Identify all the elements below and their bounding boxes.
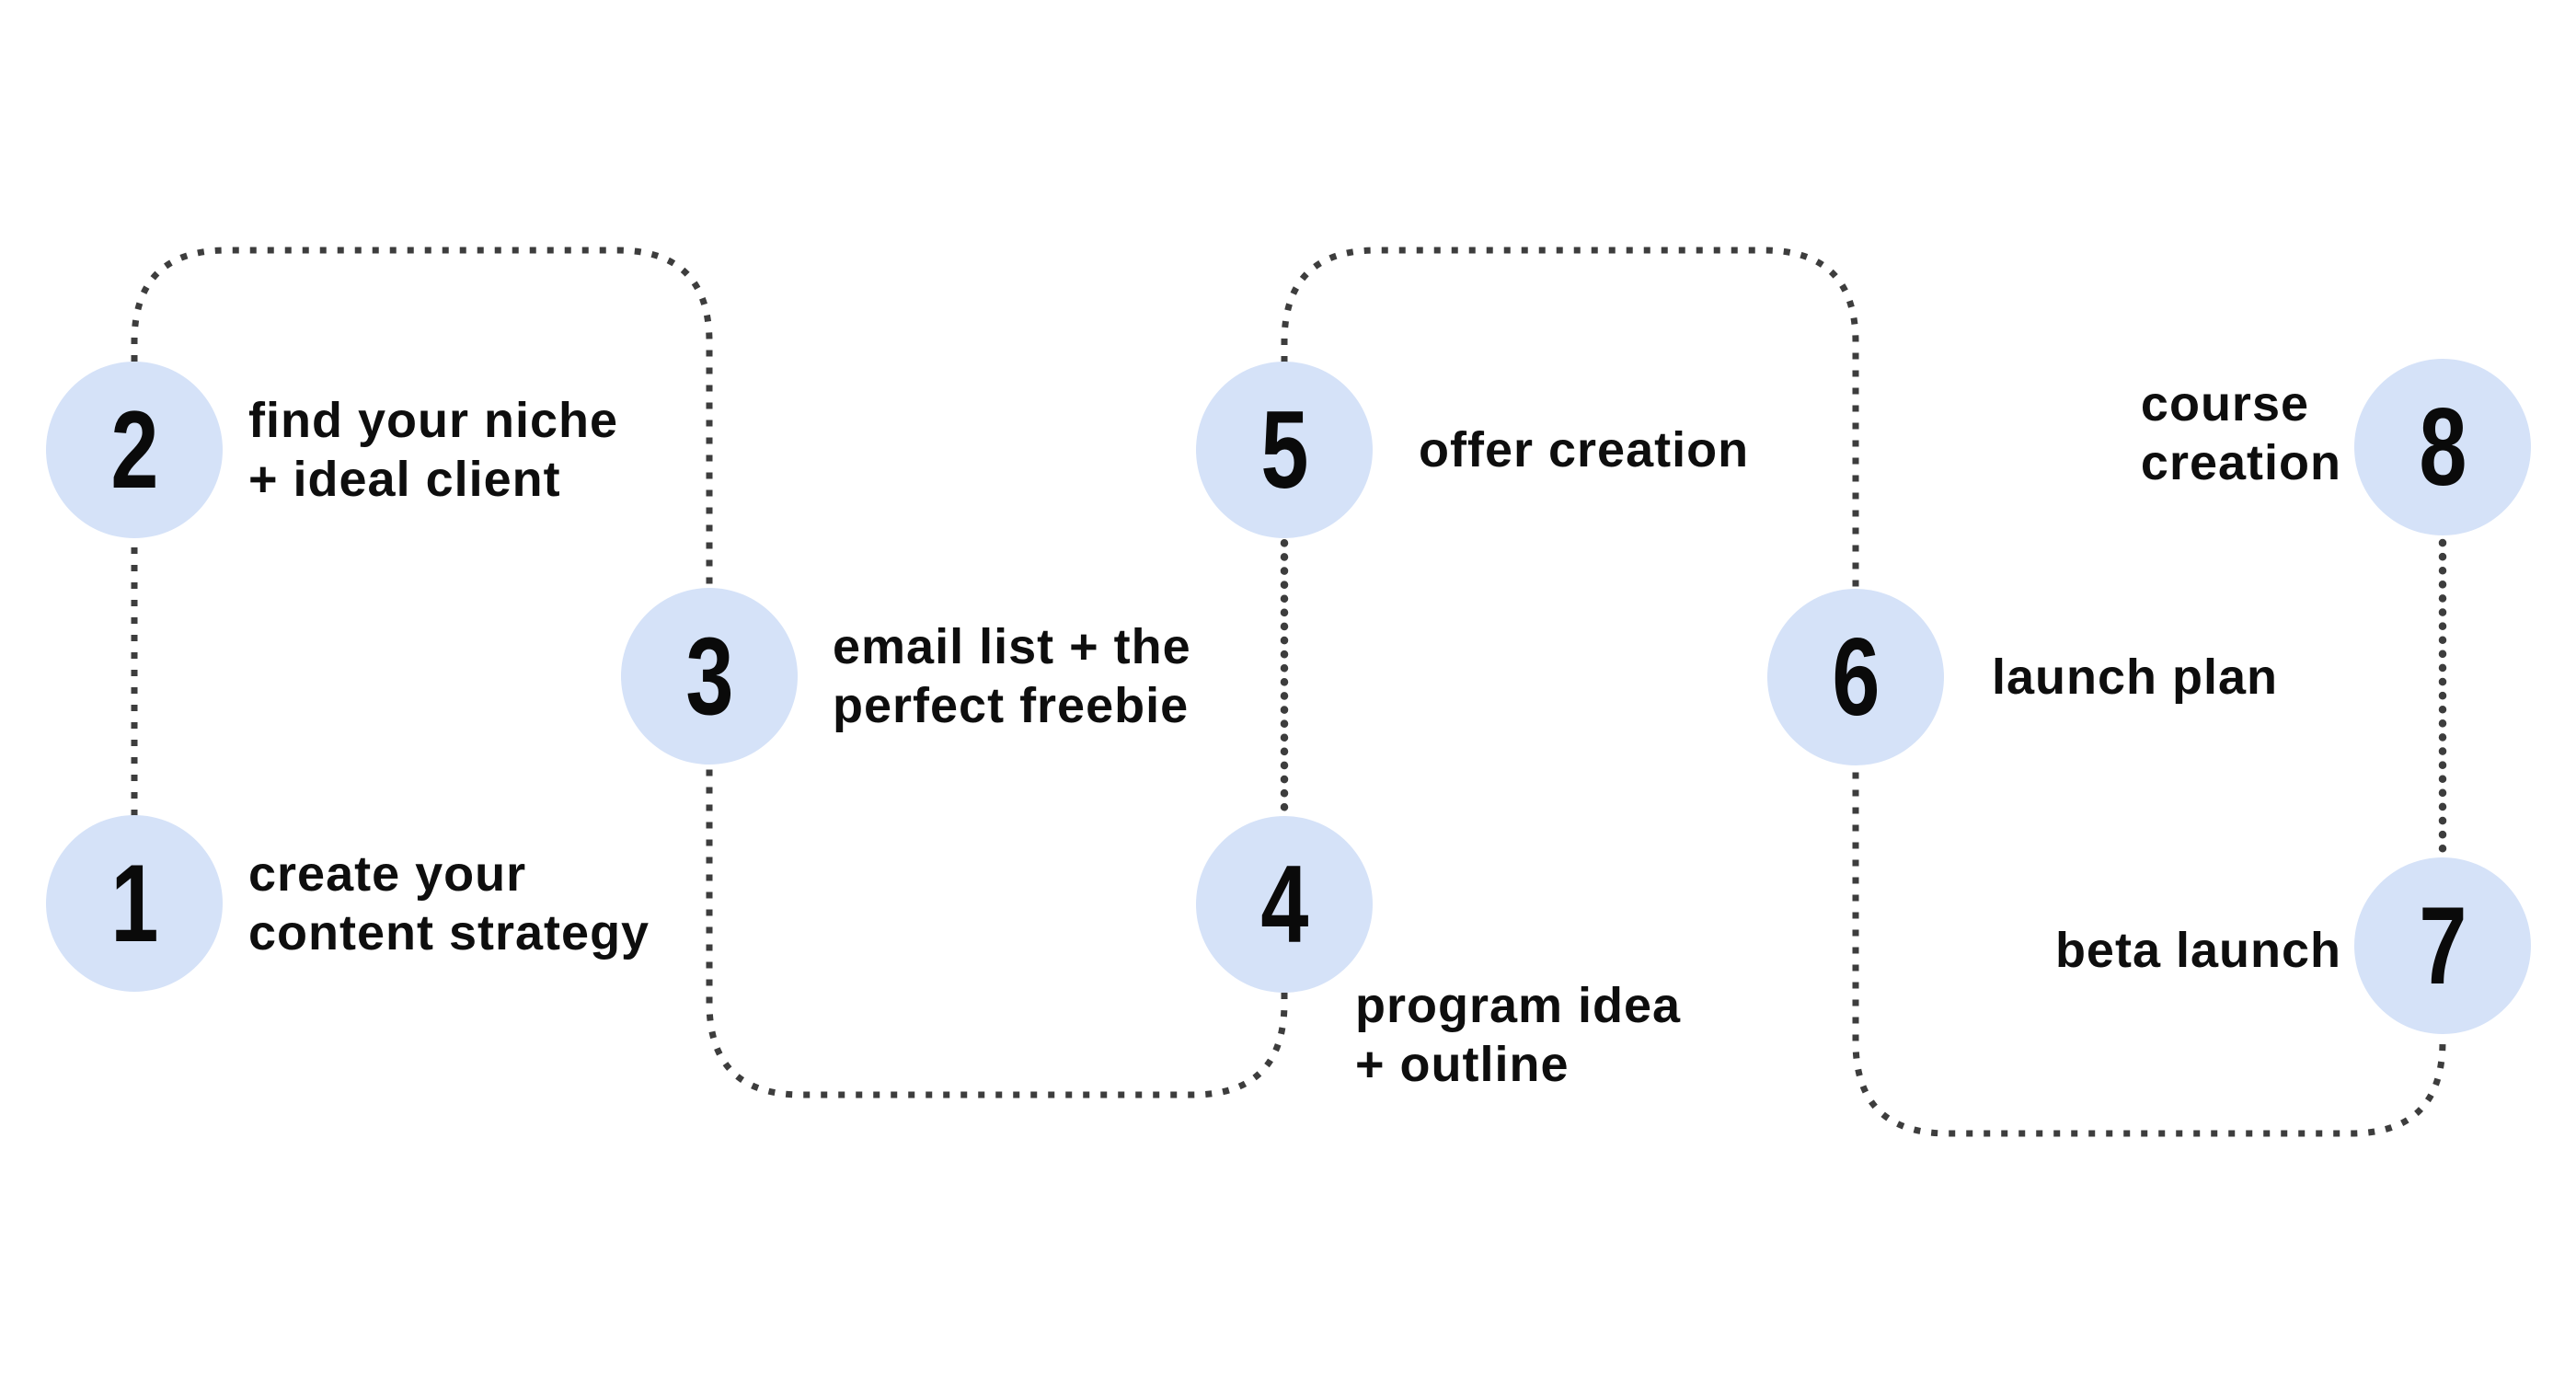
step-label-8-line-2: creation [2140,435,2341,490]
step-label-2-line-2: + ideal client [248,452,561,507]
step-number-4: 4 [1259,843,1309,966]
step-label-3-line-1: email list + the [833,619,1191,674]
step-circle-5: 5 [1196,362,1373,538]
step-number-2: 2 [109,388,159,512]
step-label-5-line-1: offer creation [1419,422,1750,477]
step-label-7: beta launch [2055,921,2341,980]
step-label-6-line-1: launch plan [1992,650,2279,705]
step-label-1-line-1: create your [248,846,527,902]
step-number-6: 6 [1831,615,1880,739]
step-number-8: 8 [2418,385,2467,509]
step-label-1-line-2: content strategy [248,905,650,960]
step-circle-1: 1 [46,815,223,992]
step-number-5: 5 [1259,388,1309,512]
step-label-2: find your niche + ideal client [248,391,618,509]
step-label-4: program idea + outline [1355,976,1681,1094]
step-circle-6: 6 [1767,589,1944,765]
step-circle-8: 8 [2354,359,2531,535]
step-number-1: 1 [109,842,159,965]
step-label-4-line-1: program idea [1355,978,1682,1033]
step-label-8: course creation [2141,374,2341,492]
step-label-5: offer creation [1419,420,1749,479]
step-circle-7: 7 [2354,857,2531,1034]
flow-segment-1-to-4 [131,247,1288,1098]
step-label-2-line-1: find your niche [248,393,619,448]
step-label-6: launch plan [1992,648,2278,707]
step-circle-2: 2 [46,362,223,538]
step-label-3: email list + the perfect freebie [833,617,1191,735]
step-number-3: 3 [684,615,734,738]
step-circle-3: 3 [621,588,798,765]
step-label-3-line-2: perfect freebie [833,678,1190,733]
step-number-7: 7 [2418,884,2467,1007]
step-circle-4: 4 [1196,816,1373,993]
step-label-7-line-1: beta launch [2054,923,2341,978]
step-label-8-line-1: course [2140,376,2310,431]
step-label-4-line-2: + outline [1355,1037,1570,1092]
step-label-1: create your content strategy [248,845,650,962]
